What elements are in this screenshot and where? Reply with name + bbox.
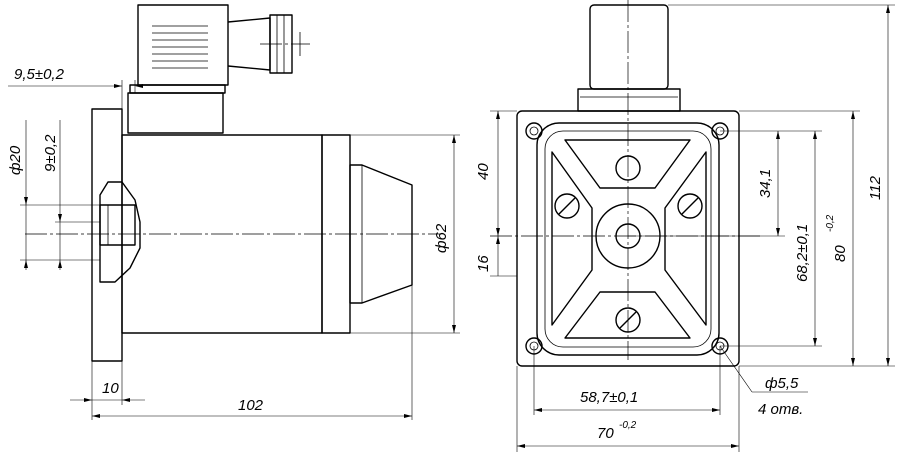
dim-label-lower-offset: 16 bbox=[475, 255, 492, 272]
dim-label-overall-height: 112 bbox=[867, 175, 884, 200]
screw-left bbox=[554, 193, 580, 219]
dim-label-inner-size: 68,2±0,1 bbox=[794, 224, 811, 282]
dim-label-hole-dia: ф5,5 bbox=[765, 375, 799, 392]
flange bbox=[91, 108, 123, 362]
front-connector bbox=[577, 4, 681, 112]
dim-label-thread-dia: ф20 bbox=[7, 145, 24, 175]
dim-label-upper-offset: 40 bbox=[475, 163, 492, 180]
dim-label-overall-length: 102 bbox=[238, 397, 264, 414]
dim-label-hole-pitch-x: 58,7±0,1 bbox=[580, 389, 638, 406]
connector-plug bbox=[127, 4, 310, 134]
side-dimensions bbox=[8, 80, 460, 420]
rib-pattern bbox=[551, 139, 707, 339]
dim-label-body-dia: ф62 bbox=[433, 223, 450, 253]
side-view: 9,5±0,2 ф20 9±0,2 ф62 10 102 bbox=[7, 4, 460, 420]
dim-label-hole-count: 4 отв. bbox=[758, 401, 803, 418]
dim-label-width: 70 bbox=[597, 425, 614, 442]
dim-label-flange-offset: 9,5±0,2 bbox=[14, 66, 65, 83]
dim-label-flange-thickness: 10 bbox=[102, 380, 119, 397]
front-view: 40 16 58,7±0,1 70 -0,2 34,1 68,2±0,1 80 … bbox=[475, 0, 895, 452]
dim-label-width-tolerance: -0,2 bbox=[619, 420, 637, 431]
dim-label-hole-offset: 9±0,2 bbox=[42, 134, 59, 172]
screw-right bbox=[677, 193, 703, 219]
dim-label-flange-tolerance: -0,2 bbox=[825, 214, 836, 232]
front-dimensions bbox=[490, 4, 895, 452]
connector-grille bbox=[152, 25, 208, 69]
boss-section bbox=[99, 181, 141, 283]
dim-label-hole-pitch-y: 34,1 bbox=[757, 169, 774, 198]
dim-label-flange-size: 80 bbox=[832, 245, 849, 262]
